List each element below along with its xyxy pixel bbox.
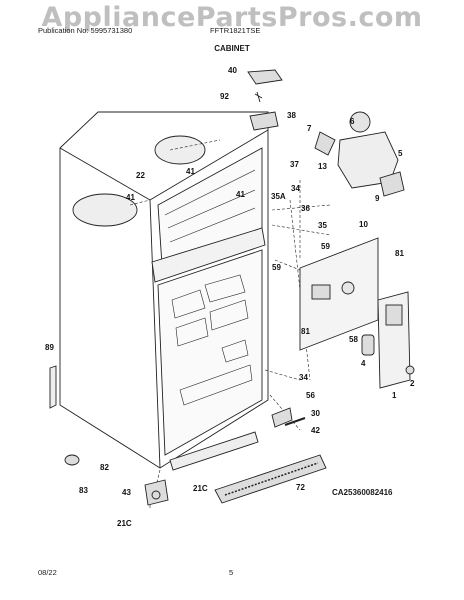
callout-4: 4 [361, 359, 366, 368]
callout-72: 72 [296, 483, 305, 492]
callout-59-right: 59 [321, 242, 330, 251]
callout-34-bottom: 34 [299, 373, 308, 382]
callout-41-mid: 41 [236, 190, 245, 199]
callout-9: 9 [375, 194, 380, 203]
fresh-food-compartment [157, 249, 263, 456]
callout-41-top: 41 [186, 167, 195, 176]
publication-number: Publication No: 5995731380 [38, 26, 133, 35]
callout-35a: 35A [271, 192, 286, 201]
callout-5: 5 [398, 149, 403, 158]
callout-36: 36 [301, 204, 310, 213]
callout-2: 2 [410, 379, 415, 388]
callout-10: 10 [359, 220, 368, 229]
air-vent-part [154, 135, 206, 165]
rear-panel-10 [299, 237, 379, 351]
callout-1: 1 [392, 391, 397, 400]
callout-13: 13 [318, 162, 327, 171]
callout-59-left: 59 [272, 263, 281, 272]
watermark: AppliancePartsPros.com [41, 2, 423, 33]
callout-41-left: 41 [126, 193, 135, 202]
callout-81-right: 81 [395, 249, 404, 258]
callout-21c-bottom: 21C [117, 519, 132, 528]
model-number: FFTR1821TSE [210, 26, 261, 35]
callout-6: 6 [350, 117, 355, 126]
callout-42: 42 [311, 426, 320, 435]
callout-7: 7 [307, 124, 312, 133]
callout-21c-right: 21C [193, 484, 208, 493]
part-40 [247, 69, 283, 85]
callout-34-top: 34 [291, 184, 300, 193]
page-number: 5 [229, 568, 234, 577]
callout-37: 37 [290, 160, 299, 169]
callout-43: 43 [122, 488, 131, 497]
kick-plate-72 [214, 454, 327, 504]
callout-35: 35 [318, 221, 327, 230]
callout-83: 83 [79, 486, 88, 495]
callout-30: 30 [311, 409, 320, 418]
callout-89: 89 [45, 343, 54, 352]
callout-56: 56 [306, 391, 315, 400]
callout-92: 92 [220, 92, 229, 101]
figure-id: CA25360082416 [332, 488, 393, 497]
callout-40: 40 [228, 66, 237, 75]
footer-date: 08/22 [38, 568, 57, 577]
callout-38: 38 [287, 111, 296, 120]
callout-82: 82 [100, 463, 109, 472]
page-title: CABINET [214, 44, 250, 53]
callout-22: 22 [136, 171, 145, 180]
callout-58: 58 [349, 335, 358, 344]
cabinet-body [59, 111, 269, 469]
callout-81-left: 81 [301, 327, 310, 336]
